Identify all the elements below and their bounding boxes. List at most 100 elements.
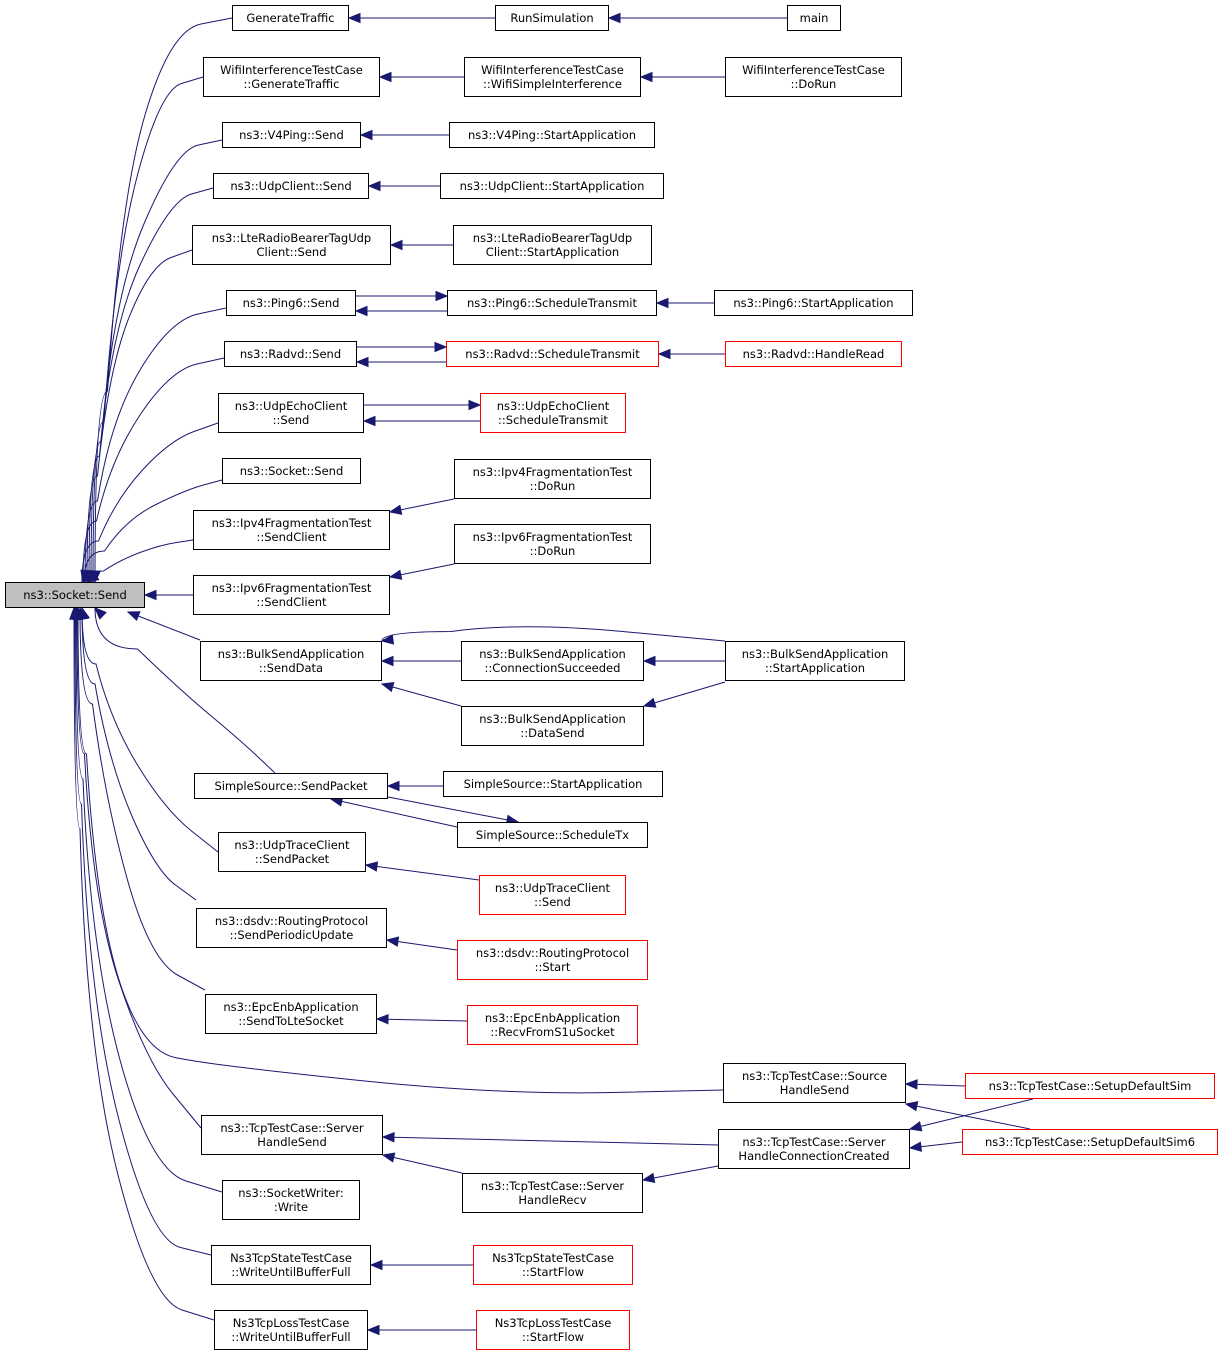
node-label: WifiInterferenceTestCase bbox=[742, 63, 885, 77]
node-udpclient-start[interactable]: ns3::UdpClient::StartApplication bbox=[440, 173, 664, 199]
node-label: SimpleSource::ScheduleTx bbox=[475, 828, 630, 842]
node-label: ns3::Radvd::Send bbox=[239, 347, 342, 361]
arrowhead bbox=[85, 571, 100, 583]
node-label: ns3::TcpTestCase::Source bbox=[741, 1069, 888, 1083]
arrowhead bbox=[385, 936, 400, 947]
node-label: ::Send bbox=[534, 895, 571, 909]
node-label: HandleRecv bbox=[518, 1193, 587, 1207]
node-generate-traffic[interactable]: GenerateTraffic bbox=[232, 5, 349, 31]
node-simple-sendpacket[interactable]: SimpleSource::SendPacket bbox=[194, 773, 388, 799]
node-dsdv-start[interactable]: ns3::dsdv::RoutingProtocol::Start bbox=[457, 940, 648, 980]
node-tcploss-write[interactable]: Ns3TcpLossTestCase::WriteUntilBufferFull bbox=[214, 1310, 368, 1350]
node-ipv6frag-send[interactable]: ns3::Ipv6FragmentationTest::SendClient bbox=[193, 575, 390, 615]
node-socketwriter-write[interactable]: ns3::SocketWriter::Write bbox=[222, 1180, 360, 1220]
arrowhead bbox=[468, 399, 482, 411]
node-label: ns3::Ipv6FragmentationTest bbox=[211, 581, 372, 595]
arrowhead bbox=[904, 1101, 919, 1112]
node-ping6-schedule[interactable]: ns3::Ping6::ScheduleTransmit bbox=[447, 290, 657, 316]
node-tcpstate-start[interactable]: Ns3TcpStateTestCase::StartFlow bbox=[473, 1245, 633, 1285]
node-epc-sendtolte[interactable]: ns3::EpcEnbApplication::SendToLteSocket bbox=[205, 994, 377, 1034]
node-bulk-senddata[interactable]: ns3::BulkSendApplication::SendData bbox=[200, 641, 382, 681]
node-udptrace-send[interactable]: ns3::UdpTraceClient::Send bbox=[479, 875, 626, 915]
arrowhead bbox=[380, 655, 394, 667]
node-radvd-send[interactable]: ns3::Radvd::Send bbox=[224, 341, 357, 367]
node-simple-scheduletx[interactable]: SimpleSource::ScheduleTx bbox=[457, 822, 648, 848]
node-label: HandleSend bbox=[779, 1083, 850, 1097]
call-edge bbox=[376, 1018, 468, 1022]
node-label: ::StartApplication bbox=[764, 661, 866, 675]
arrowhead bbox=[657, 348, 671, 360]
node-udpecho-schedule[interactable]: ns3::UdpEchoClient::ScheduleTransmit bbox=[480, 393, 626, 433]
node-tcpstate-write[interactable]: Ns3TcpStateTestCase::WriteUntilBufferFul… bbox=[211, 1245, 371, 1285]
call-edge bbox=[643, 681, 726, 707]
node-label: ns3::Radvd::HandleRead bbox=[742, 347, 885, 361]
node-label: ::SendClient bbox=[256, 595, 327, 609]
node-label: main bbox=[799, 11, 829, 25]
node-label: ns3::UdpClient::Send bbox=[230, 179, 352, 193]
node-main[interactable]: main bbox=[787, 5, 841, 31]
node-label: ns3::LteRadioBearerTagUdp bbox=[211, 231, 372, 245]
node-bulk-start[interactable]: ns3::BulkSendApplication::StartApplicati… bbox=[725, 641, 905, 681]
node-bulk-connsucc[interactable]: ns3::BulkSendApplication::ConnectionSucc… bbox=[461, 641, 644, 681]
arrowhead bbox=[388, 504, 403, 515]
node-label: WifiInterferenceTestCase bbox=[220, 63, 363, 77]
node-label: ns3::Socket::Send bbox=[23, 588, 127, 602]
node-radvd-schedule[interactable]: ns3::Radvd::ScheduleTransmit bbox=[446, 341, 659, 367]
node-label: ns3::BulkSendApplication bbox=[479, 712, 626, 726]
node-epc-recvfroms1u[interactable]: ns3::EpcEnbApplication::RecvFromS1uSocke… bbox=[467, 1005, 638, 1045]
node-udptrace-sendpacket[interactable]: ns3::UdpTraceClient::SendPacket bbox=[218, 832, 366, 872]
arrowhead bbox=[69, 606, 80, 620]
node-bulk-datasend[interactable]: ns3::BulkSendApplication::DataSend bbox=[461, 706, 644, 746]
node-wifi-simple-interf[interactable]: WifiInterferenceTestCase::WifiSimpleInte… bbox=[464, 57, 641, 97]
node-tcp-setup6[interactable]: ns3::TcpTestCase::SetupDefaultSim6 bbox=[962, 1129, 1218, 1155]
node-radvd-read[interactable]: ns3::Radvd::HandleRead bbox=[725, 341, 902, 367]
node-ipv4frag-dorun[interactable]: ns3::Ipv4FragmentationTest::DoRun bbox=[454, 459, 651, 499]
node-udpecho-send[interactable]: ns3::UdpEchoClient::Send bbox=[218, 393, 364, 433]
node-dsdv-sendperiodic[interactable]: ns3::dsdv::RoutingProtocol::SendPeriodic… bbox=[196, 908, 387, 948]
node-label: ::Send bbox=[272, 413, 310, 427]
node-ping6-send[interactable]: ns3::Ping6::Send bbox=[226, 290, 356, 316]
node-run-simulation[interactable]: RunSimulation bbox=[495, 5, 609, 31]
node-tcploss-start[interactable]: Ns3TcpLossTestCase::StartFlow bbox=[476, 1310, 630, 1350]
node-v4ping-send[interactable]: ns3::V4Ping::Send bbox=[222, 122, 361, 148]
node-ipv4frag-send[interactable]: ns3::Ipv4FragmentationTest::SendClient bbox=[193, 510, 390, 550]
node-label: Client::StartApplication bbox=[485, 245, 620, 259]
node-label: ns3::LteRadioBearerTagUdp bbox=[472, 231, 633, 245]
node-ipv6frag-dorun[interactable]: ns3::Ipv6FragmentationTest::DoRun bbox=[454, 524, 651, 564]
node-simple-start[interactable]: SimpleSource::StartApplication bbox=[443, 771, 663, 797]
call-edge bbox=[382, 1136, 719, 1146]
node-label: ::SendData bbox=[258, 661, 324, 675]
call-edge bbox=[92, 76, 204, 583]
arrowhead bbox=[388, 569, 403, 580]
call-edge bbox=[82, 357, 225, 583]
node-label: RunSimulation bbox=[510, 11, 594, 25]
arrowhead bbox=[642, 655, 656, 667]
node-tcp-setup[interactable]: ns3::TcpTestCase::SetupDefaultSim bbox=[965, 1073, 1215, 1099]
arrowhead bbox=[347, 12, 361, 24]
arrowhead bbox=[366, 1324, 380, 1336]
node-label: ns3::BulkSendApplication bbox=[217, 647, 365, 661]
arrowhead bbox=[904, 1079, 918, 1090]
node-label: ns3::Ipv4FragmentationTest bbox=[211, 516, 372, 530]
node-v4ping-start[interactable]: ns3::V4Ping::StartApplication bbox=[449, 122, 655, 148]
node-label: ns3::V4Ping::StartApplication bbox=[467, 128, 637, 142]
node-wifi-gen-traffic[interactable]: WifiInterferenceTestCase::GenerateTraffi… bbox=[203, 57, 380, 97]
node-wifi-dorun[interactable]: WifiInterferenceTestCase::DoRun bbox=[725, 57, 902, 97]
node-label: GenerateTraffic bbox=[246, 11, 335, 25]
node-label: ns3::TcpTestCase::Server bbox=[742, 1135, 886, 1149]
node-label: ns3::UdpEchoClient bbox=[234, 399, 348, 413]
node-udpclient-send[interactable]: ns3::UdpClient::Send bbox=[213, 173, 369, 199]
node-ping6-start[interactable]: ns3::Ping6::StartApplication bbox=[714, 290, 913, 316]
call-edge bbox=[77, 607, 724, 1094]
call-edge bbox=[382, 1154, 463, 1174]
node-label: ::Start bbox=[534, 960, 571, 974]
node-socket-send[interactable]: ns3::Socket::Send bbox=[222, 458, 361, 484]
node-label: Ns3TcpStateTestCase bbox=[492, 1251, 614, 1265]
node-label: Ns3TcpLossTestCase bbox=[494, 1316, 612, 1330]
